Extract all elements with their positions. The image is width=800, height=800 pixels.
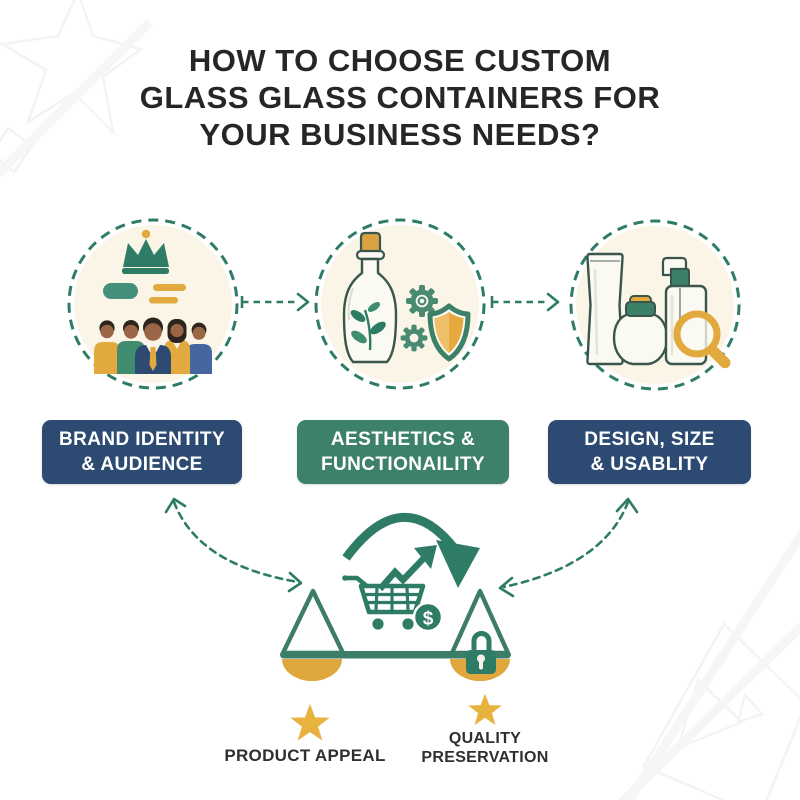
box3-line2: & USABLITY <box>590 454 709 475</box>
glass-bottle-icon <box>342 231 398 364</box>
box3-line1: DESIGN, SIZE <box>584 429 715 450</box>
curved-arrow-right-icon <box>498 497 639 598</box>
crown-audience-icon <box>67 218 239 390</box>
box2-line2: FUNCTIONAILITY <box>321 454 485 475</box>
gear-small-icon <box>400 324 428 352</box>
page-title: HOW TO CHOOSE CUSTOM GLASS GLASS CONTAIN… <box>0 42 800 153</box>
gear-icon <box>406 285 438 317</box>
box2-line1: AESTHETICS & <box>330 429 476 450</box>
balance-scale-icon <box>280 588 511 681</box>
product-appeal-label: PRODUCT APPEAL <box>224 746 386 765</box>
title-line-2: GLASS GLASS CONTAINERS FOR <box>139 80 661 115</box>
flow-arrow-2-icon <box>490 292 560 312</box>
curved-arrow-left-icon <box>164 497 303 593</box>
crown-icon <box>122 229 169 274</box>
box1-line2: & AUDIENCE <box>81 454 203 475</box>
dollar-badge-icon: $ <box>412 601 444 633</box>
padlock-icon <box>466 631 496 674</box>
quality-preservation-label: QUALITY PRESERVATION <box>421 730 549 766</box>
star-icon <box>468 693 502 726</box>
cycle-arrow-icon <box>342 512 480 588</box>
title-line-1: HOW TO CHOOSE CUSTOM <box>188 43 612 78</box>
star-icon <box>290 703 330 741</box>
box1-line1: BRAND IDENTITY <box>58 429 226 450</box>
label-box-aesthetics: AESTHETICS & FUNCTIONAILITY <box>297 420 509 484</box>
round-jar-icon <box>612 295 669 366</box>
text-lines-icon <box>103 283 186 304</box>
step3-circle <box>567 217 743 393</box>
shield-icon <box>427 303 471 362</box>
step1-circle <box>65 216 241 392</box>
dollar-symbol: $ <box>423 609 434 630</box>
label-box-design-size: DESIGN, SIZE & USABLITY <box>548 420 751 484</box>
label-box-brand-identity: BRAND IDENTITY & AUDIENCE <box>42 420 242 484</box>
audience-group-icon <box>94 317 212 374</box>
containers-magnifier-icon <box>569 219 741 391</box>
step2-circle <box>312 216 488 392</box>
bottle-gears-shield-icon <box>314 218 486 390</box>
flow-arrow-1-icon <box>240 292 310 312</box>
magnifier-icon <box>673 310 731 369</box>
balance-scene: $ <box>164 497 639 681</box>
growth-cart-icon <box>342 545 437 630</box>
title-line-3: YOUR BUSINESS NEEDS? <box>199 117 601 152</box>
